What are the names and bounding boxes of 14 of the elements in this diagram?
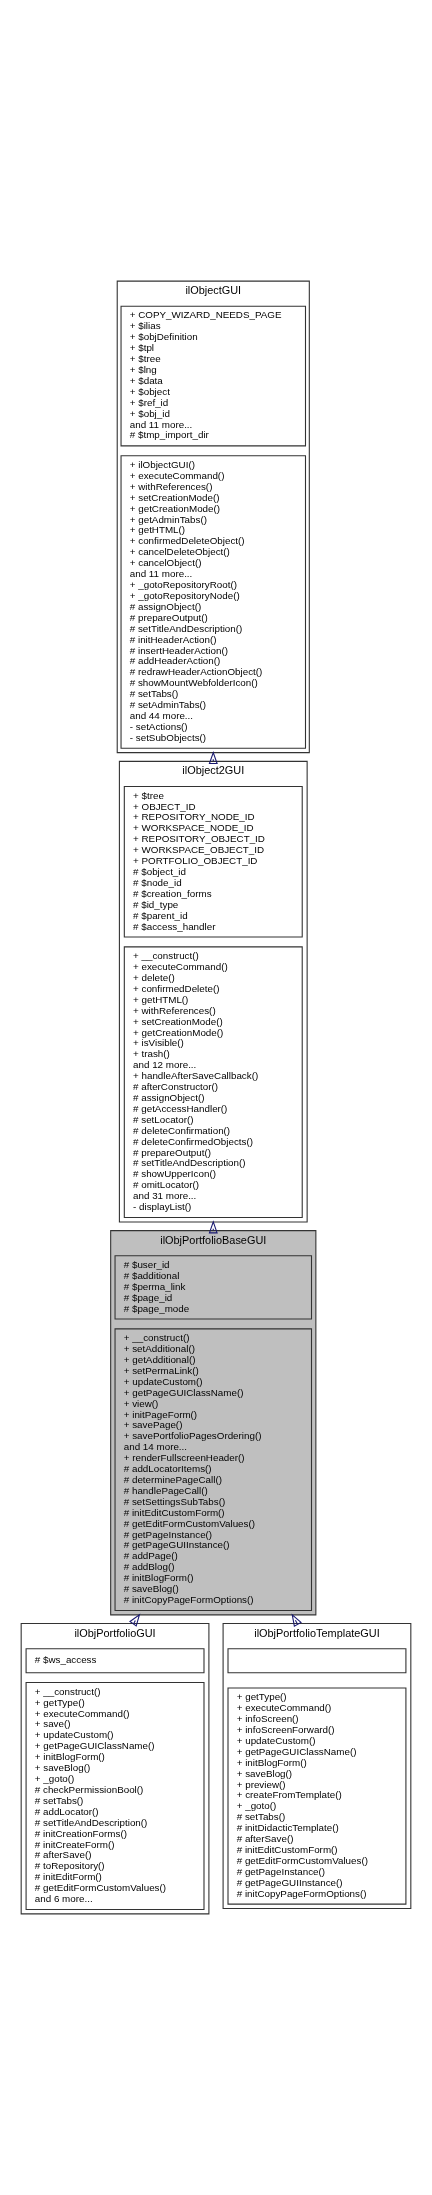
node-box: + $tree + OBJECT_ID + REPOSITORY_NODE_ID + WORKSPACE_NODE_ID + REPOSITORY_OBJECT_ID + WORKSPACE_OBJECT_ID + PORTFOLIO_OBJECT_ID # $object_id # $node_id # $creation_forms # $id_type # $parent_id # $access_handler [123, 785, 303, 938]
node-box: # $user_id # $additional # $perma_link # $page_id # $page_mode [114, 1255, 313, 1320]
node-box: # $ws_access [25, 1648, 205, 1674]
arrow [208, 750, 218, 765]
node-box: + COPY_WIZARD_NEEDS_PAGE + $ilias + $objDefinition + $tpl + $tree + $lng + $data + $object + $ref_id + $obj_id and 11 more... # $tmp_import_dir [120, 305, 307, 447]
node-box: + getType() + executeCommand() + infoScreen() + infoScreenForward() + updateCustom() + getPageGUIClassName() + initBlogForm() + saveBlog() + preview() + createFromTemplate() + _goto() # setTabs() # initDidacticTemplate() # afterSave() # initEditCustomForm() # getEditFormCustomValues() # getPageInstance() # getPageGUIInstance() # initCopyPageFormOptions() [227, 1687, 407, 1905]
node-box: + __construct() + executeCommand() + delete() + confirmedDelete() + getHTML() + withReferences() + setCreationMode() + getCreationMode() + isVisible() + trash() and 12 more... + handleAfterSaveCallback() # afterConstructor() # assignObject() # getAccessHandler() # setLocator() # deleteConfirmation() # deleteConfirmedObjects() # prepareOutput() # setTitleAndDescription() # showUpperIcon() # omitLocator() and 31 more... - displayList() [123, 946, 303, 1219]
node-box [227, 1648, 407, 1674]
node-box: + __construct() + getType() + executeCommand() + save() + updateCustom() + getPageGUIClassName() + initBlogForm() + saveBlog() + _goto() # checkPermissionBool() # setTabs() # addLocator() # setTitleAndDescription() # initCreationForms() # initCreateForm() # afterSave() # toRepository() # initEditForm() # getEditFormCustomValues() and 6 more... [25, 1681, 205, 1911]
arrow [129, 1613, 141, 1627]
node-box: + __construct() + setAdditional() + getAdditional() + setPermaLink() + updateCustom() + getPageGUIClassName() + view() + initPageForm() + savePage() + savePortfolioPagesOrdering() and 14 more... + renderFullscreenHeader() # addLocatorItems() # determinePageCall() # handlePageCall() # setSettingsSubTabs() # initEditCustomForm() # getEditFormCustomValues() # getPageInstance() # getPageGUIInstance() # addPage() # addBlog() # initBlogForm() # saveBlog() # initCopyPageFormOptions() [114, 1328, 313, 1612]
node-box: + ilObjectGUI() + executeCommand() + withReferences() + setCreationMode() + getCreationMode() + getAdminTabs() + getHTML() + confirmedDeleteObject() + cancelDeleteObject() + cancelObject() and 11 more... + _gotoRepositoryRoot() + _gotoRepositoryNode() # assignObject() # prepareOutput() # setTitleAndDescription() # initHeaderAction() # insertHeaderAction() # addHeaderAction() # redrawHeaderActionObject() # showMountWebfolderIcon() # setTabs() # setAdminTabs() and 44 more... - setActions() - setSubObjects() [120, 455, 307, 749]
arrow [291, 1613, 302, 1628]
arrow [208, 1220, 218, 1234]
